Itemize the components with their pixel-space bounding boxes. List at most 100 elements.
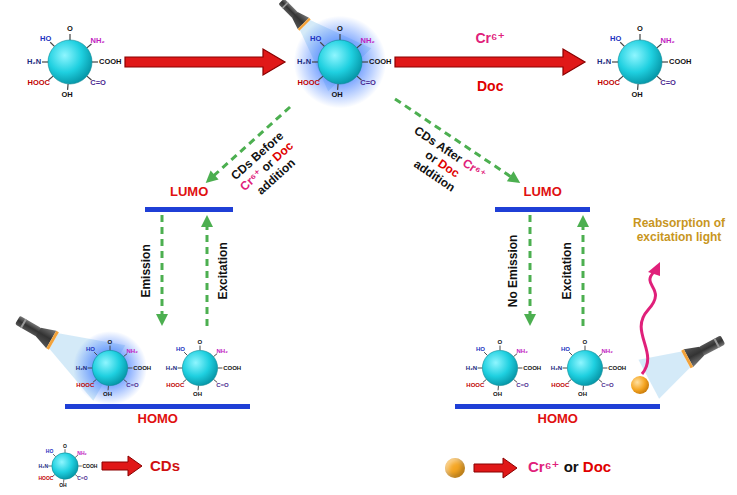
functional-group: O — [198, 339, 203, 345]
transition-arrow — [156, 215, 168, 326]
functional-group: H₂N — [39, 464, 48, 469]
functional-group: OH — [493, 391, 502, 397]
energy-level: HOMOHOONH₂H₂NCOOHHOOCOHC=OHOONH₂H₂NCOOHH… — [455, 328, 660, 428]
energy-level: LUMO — [145, 183, 233, 213]
carbon-dot-node: HO O NH₂ H₂N COOH HOOC OH C=O — [32, 439, 98, 493]
functional-group: O — [108, 339, 113, 345]
functional-group: O — [583, 339, 588, 345]
functional-group: HOOC — [38, 476, 53, 481]
functional-group: HOOC — [76, 382, 94, 388]
functional-group: COOH — [133, 365, 151, 371]
transition-arrow — [201, 215, 213, 326]
arrowhead — [206, 171, 219, 184]
functional-group: HO — [86, 346, 95, 352]
functional-group: HO — [46, 449, 54, 454]
transition-arrow — [577, 215, 589, 326]
legend-swatch — [445, 458, 465, 478]
quencher-ball — [631, 376, 649, 394]
level-name: LUMO — [170, 185, 208, 198]
reagent-label: Doc — [477, 78, 503, 94]
carbon-dot-node: HOONH₂H₂NCOOHHOOCOHC=O — [66, 332, 154, 404]
functional-group: C=O — [216, 382, 229, 388]
functional-group: COOH — [82, 464, 97, 469]
legend-arrow — [102, 456, 142, 476]
functional-group: O — [498, 339, 503, 345]
functional-group: H₂N — [597, 58, 611, 66]
functional-group: C=O — [77, 476, 87, 481]
functional-group: O — [63, 444, 67, 449]
functional-group: COOH — [223, 365, 241, 371]
arrowhead — [577, 215, 589, 227]
functional-group: HOOC — [27, 79, 50, 87]
functional-group: NH₂ — [77, 451, 86, 456]
carbon-dot-node: HOONH₂H₂NCOOHHOOCOHC=O — [541, 332, 629, 404]
functional-group: O — [637, 25, 643, 33]
functional-group: COOH — [523, 365, 541, 371]
energy-level: HOMOHOONH₂H₂NCOOHHOOCOHC=OHOONH₂H₂NCOOHH… — [65, 328, 250, 428]
functional-group: C=O — [126, 382, 139, 388]
energy-bar — [495, 207, 590, 212]
functional-group: C=O — [90, 79, 106, 87]
edge-label: No Emission — [507, 234, 521, 307]
flashlight — [638, 320, 733, 398]
functional-group: OH — [61, 91, 72, 99]
edge-label: CDs Before Cr⁶⁺ or Doc addition — [222, 123, 312, 210]
functional-group: C=O — [660, 79, 676, 87]
functional-group: NH₂ — [361, 37, 375, 45]
functional-group: H₂N — [297, 58, 311, 66]
functional-group: H₂N — [166, 365, 177, 371]
functional-group: HOOC — [466, 382, 484, 388]
edge-label: Excitation — [216, 242, 230, 299]
text-run: Cr⁶⁺ — [476, 30, 505, 46]
edge-label: Excitation — [560, 242, 574, 299]
energy-level: LUMO — [495, 183, 590, 213]
functional-group: OH — [103, 391, 112, 397]
note: Reabsorption of excitation light — [627, 217, 731, 245]
functional-group: NH₂ — [516, 348, 527, 354]
functional-group: NH₂ — [126, 348, 137, 354]
energy-bar — [455, 404, 660, 409]
functional-group: HOOC — [297, 79, 320, 87]
functional-group: NH₂ — [661, 37, 675, 45]
functional-group: OH — [59, 483, 67, 488]
level-name: HOMO — [138, 412, 178, 425]
carbon-dot-node: HOONH₂H₂NCOOHHOOCOHC=O — [285, 17, 395, 107]
carbon-dot-node: HOONH₂H₂NCOOHHOOCOHC=O — [156, 332, 244, 404]
functional-group: HO — [561, 346, 570, 352]
reabsorption-arrowhead — [648, 262, 660, 276]
carbon-dot-node: HOONH₂H₂NCOOHHOOCOHC=O — [15, 17, 125, 107]
functional-group: HO — [610, 35, 621, 43]
functional-group: NH₂ — [601, 348, 612, 354]
text-run: Cr⁶⁺ — [237, 166, 265, 193]
functional-group: H₂N — [551, 365, 562, 371]
functional-group: HO — [176, 346, 185, 352]
functional-group: OH — [193, 391, 202, 397]
functional-group: HO — [40, 35, 51, 43]
arrowhead — [507, 171, 520, 183]
arrowhead — [156, 314, 168, 326]
energy-bar — [65, 404, 250, 409]
reagent-label: Cr⁶⁺ — [476, 30, 505, 46]
functional-group: HO — [476, 346, 485, 352]
functional-group: NH₂ — [91, 37, 105, 45]
functional-group: HOOC — [551, 382, 569, 388]
energy-bar — [145, 207, 233, 212]
process-arrow — [395, 49, 585, 75]
functional-group: OH — [331, 91, 342, 99]
functional-group: H₂N — [466, 365, 477, 371]
text-run: Cr⁶⁺ — [460, 156, 489, 182]
functional-group: COOH — [369, 58, 392, 66]
level-name: HOMO — [538, 412, 578, 425]
carbon-dot-node: HO O NH₂ H₂N COOH HOOC OH C=O — [456, 332, 544, 404]
functional-group: H₂N — [27, 58, 41, 66]
legend-arrow — [474, 458, 517, 478]
arrowhead — [524, 314, 536, 326]
functional-group: COOH — [669, 58, 692, 66]
functional-group: C=O — [516, 382, 529, 388]
text-run: Cr⁶⁺ — [528, 458, 560, 475]
functional-group: OH — [631, 91, 642, 99]
transition-arrow — [524, 215, 536, 326]
edge-label: CDs After Cr⁶⁺ or Doc addition — [395, 124, 488, 205]
level-name: LUMO — [524, 185, 562, 198]
text-run: Doc — [269, 138, 295, 164]
